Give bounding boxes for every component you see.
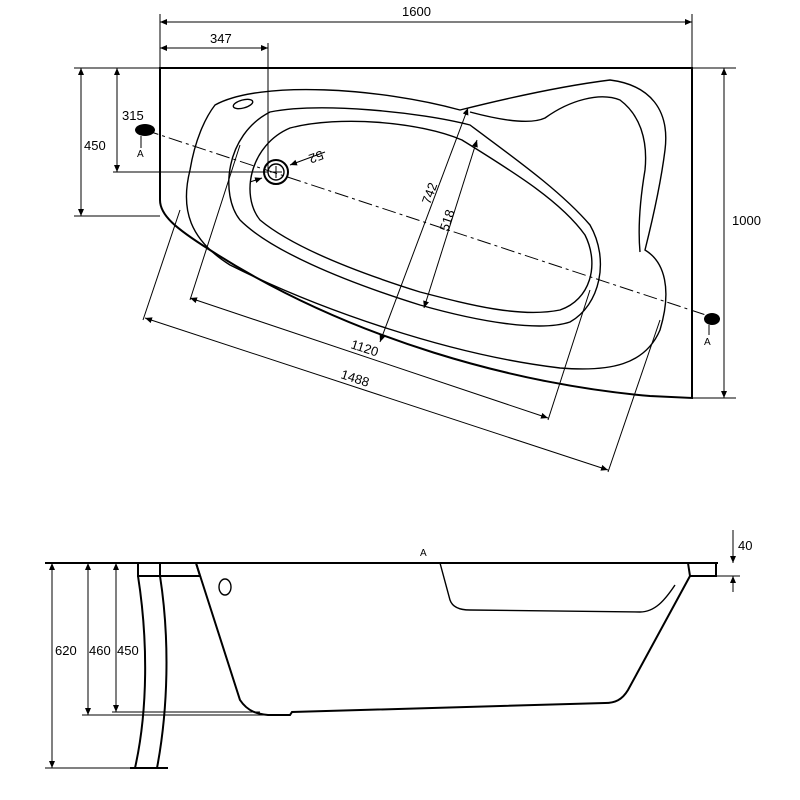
dim-347: 347 xyxy=(210,31,232,46)
faucet-right-marker: A xyxy=(704,337,711,348)
overflow-icon-side xyxy=(218,578,232,596)
dim-1600: 1600 xyxy=(402,4,431,19)
tub-outline xyxy=(159,67,693,400)
top-view: A A 1600 347 450 315 52 1000 742 518 112… xyxy=(74,4,761,473)
dim-1000: 1000 xyxy=(732,213,761,228)
basin-profile xyxy=(195,562,691,716)
dim-315: 315 xyxy=(122,108,144,123)
faucet-left-icon xyxy=(135,124,155,136)
dim-450-side: 450 xyxy=(117,643,139,658)
dim-460: 460 xyxy=(89,643,111,658)
dim-52: 52 xyxy=(307,147,326,166)
apron-panel xyxy=(130,575,168,769)
faucet-left-marker: A xyxy=(137,149,144,160)
dim-620: 620 xyxy=(55,643,77,658)
backrest xyxy=(469,96,647,253)
dim-450-top: 450 xyxy=(84,138,106,153)
rim-outer-edge xyxy=(185,79,667,370)
overflow-icon xyxy=(232,98,254,110)
top-marker: A xyxy=(420,548,427,559)
faucet-right-icon xyxy=(704,313,720,325)
backrest-profile xyxy=(439,562,676,613)
basin-bottom xyxy=(249,120,593,314)
dim-1488: 1488 xyxy=(339,367,371,390)
dim-742: 742 xyxy=(419,181,441,207)
rim-profile xyxy=(137,562,717,577)
dim-40: 40 xyxy=(738,538,752,553)
dim-518: 518 xyxy=(437,208,458,233)
side-view: A 620 460 450 40 xyxy=(45,530,752,769)
